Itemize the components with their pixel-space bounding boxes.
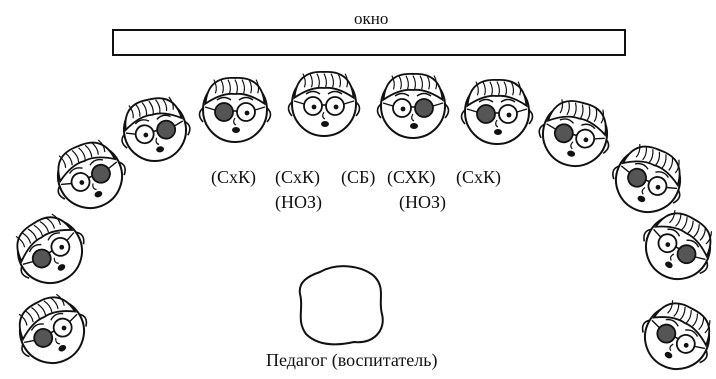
child-head: [57, 139, 126, 209]
window-rect: [112, 29, 626, 56]
glasses-lens-left: [627, 167, 647, 188]
glasses-lens-left: [476, 104, 496, 124]
child-head: [612, 143, 681, 213]
condition-label-2: (СхК): [275, 167, 320, 187]
children-heads: [15, 71, 713, 370]
child-head: [18, 293, 88, 364]
condition-label-4b: (НОЗ): [399, 192, 447, 212]
condition-label-1: (СхК): [211, 167, 256, 187]
condition-label-5: (СхК): [456, 167, 501, 187]
child-head: [641, 300, 711, 370]
glasses-lens-right: [156, 119, 177, 140]
glasses-lens-right: [676, 244, 697, 265]
glasses-lens-left: [33, 328, 54, 348]
child-head: [287, 71, 361, 137]
child-head: [538, 99, 610, 167]
condition-label-3: (СБ): [341, 167, 376, 187]
child-head: [643, 210, 713, 280]
glasses-lens-right: [414, 98, 434, 118]
glasses-lens-left: [31, 248, 52, 269]
child-head: [460, 79, 534, 145]
glasses-lens-left: [214, 102, 234, 122]
teacher-shape: [298, 265, 384, 346]
child-head: [121, 96, 191, 162]
window-label: окно: [354, 9, 389, 28]
condition-label-2b: (НОЗ): [275, 192, 323, 212]
teacher-label: Педагог (воспитатель): [266, 350, 438, 370]
condition-label-4: (СХК): [387, 167, 436, 187]
glasses-lens-left: [656, 323, 677, 344]
glasses-lens-right: [91, 163, 111, 184]
child-head: [15, 213, 85, 284]
glasses-lens-left: [553, 123, 574, 144]
child-head: [376, 73, 450, 139]
child-head: [198, 77, 272, 143]
